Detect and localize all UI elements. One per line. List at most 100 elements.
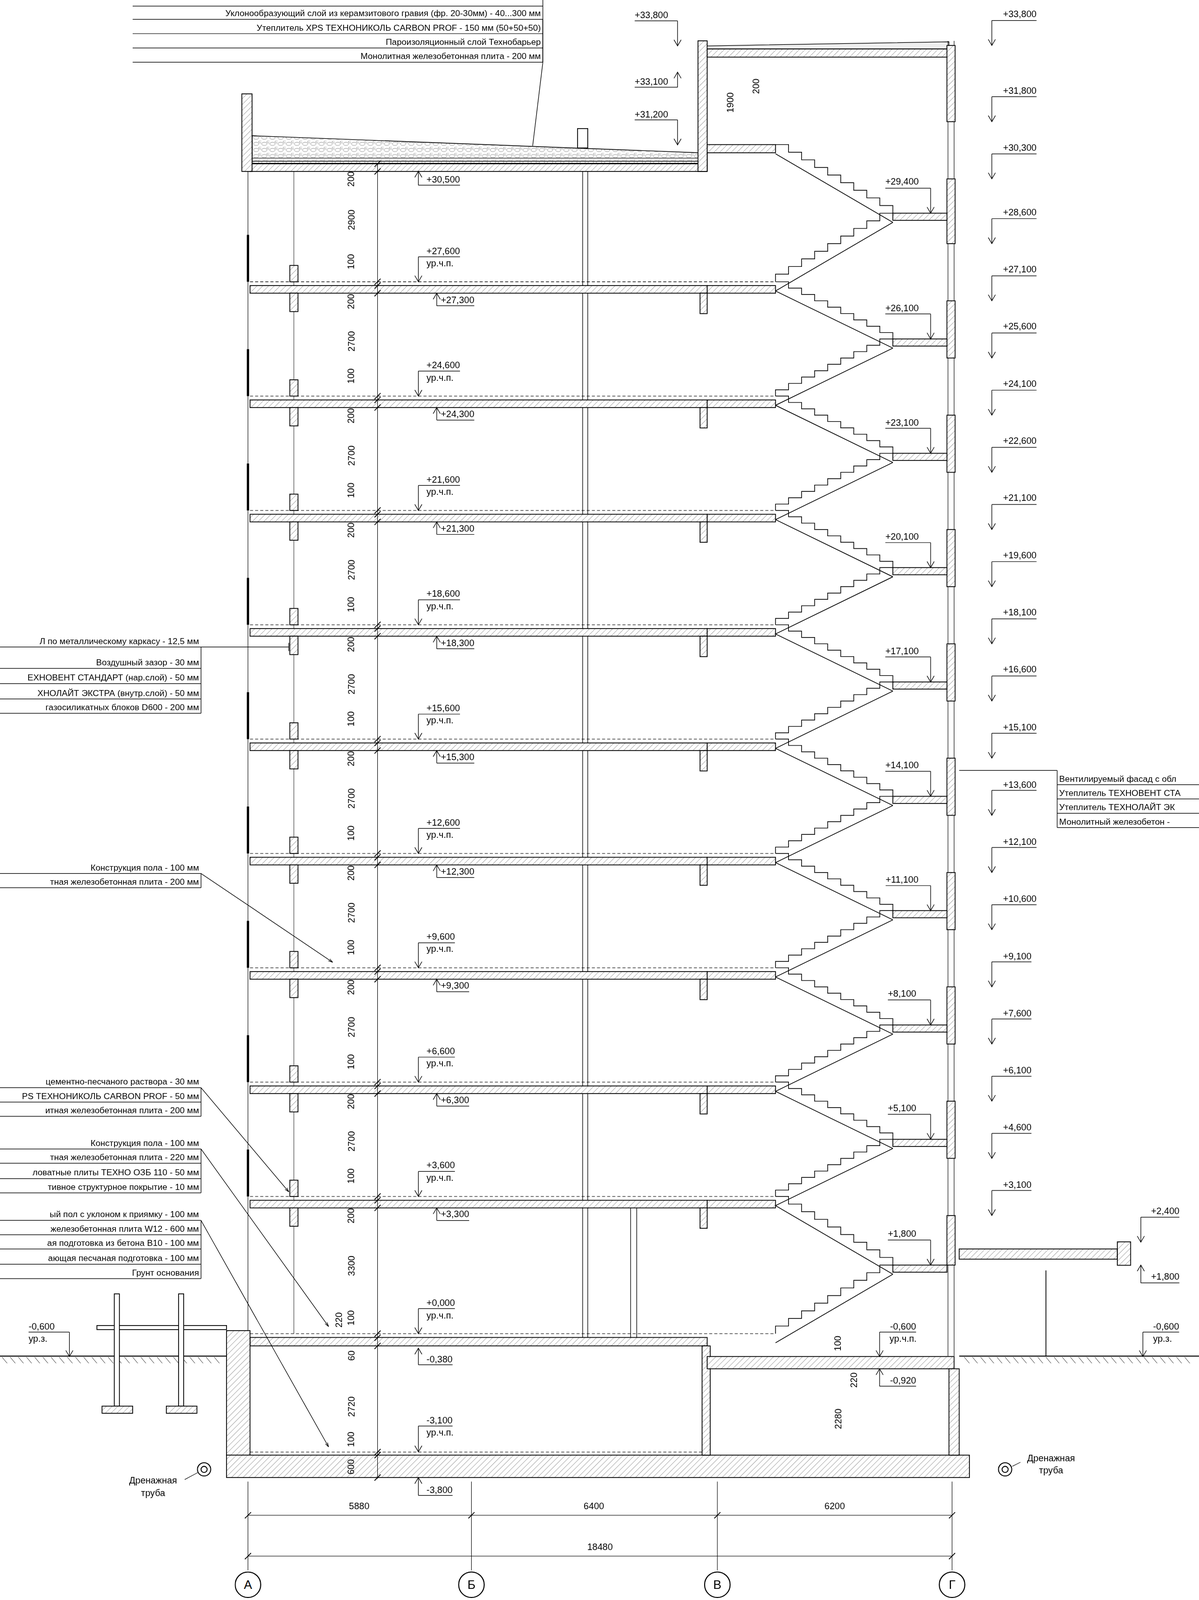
level-underline (436, 534, 475, 535)
ground-hatch (1168, 1357, 1174, 1364)
level-leader (418, 828, 419, 854)
ground-hatch (1160, 1357, 1166, 1364)
level-leader (991, 20, 993, 46)
level-underline (436, 305, 475, 307)
layer-callout: итная железобетонная плита - 200 мм (45, 1105, 200, 1115)
level-underline (418, 256, 461, 257)
level-underline (418, 1308, 455, 1309)
layer-callout: Л по металлическому каркасу - 12,5 мм (39, 636, 199, 646)
level-mark: -0,380 (426, 1354, 453, 1364)
callout-underline (0, 712, 202, 714)
dimension-text: 2700 (347, 1016, 357, 1038)
ground-hatch (1127, 1357, 1133, 1364)
stair-flight-soffit (775, 153, 893, 223)
level-leader (436, 636, 437, 649)
ground-hatch (132, 1357, 138, 1364)
ground-hatch (10, 1357, 16, 1364)
stair-flight-soffit (775, 977, 893, 1035)
level-arrow (65, 1350, 73, 1357)
stair-flight-soffit (775, 691, 893, 749)
window-lintel (290, 750, 299, 769)
level-underline (418, 942, 455, 943)
ground-hatch (165, 1357, 171, 1364)
level-arrow (927, 446, 935, 453)
ground-hatch (1152, 1357, 1158, 1364)
dimension-text: 2700 (347, 330, 357, 352)
dimension-tick (374, 168, 381, 175)
level-mark: ур.ч.п. (426, 830, 454, 840)
ground-hatch (1135, 1357, 1141, 1364)
level-arrow (988, 1095, 996, 1102)
stair-flight-soffit (775, 348, 893, 406)
window-lintel (290, 1093, 299, 1112)
level-mark: +5,100 (887, 1104, 917, 1114)
wall-pier (946, 1101, 955, 1159)
ground-hatch (1005, 1357, 1011, 1364)
facade-panel (246, 806, 249, 854)
level-mark: ур.з. (1153, 1334, 1173, 1344)
level-underline (991, 732, 1037, 734)
facade-panel (246, 235, 249, 282)
level-mark: +6,600 (426, 1047, 455, 1057)
level-leader (930, 771, 931, 797)
callout-underline (1057, 813, 1199, 814)
stair-flight (775, 796, 893, 854)
level-mark: +28,600 (1003, 208, 1037, 218)
ground-hatch (206, 1357, 212, 1364)
level-arrow (414, 1075, 422, 1082)
dimension-tick (374, 1452, 381, 1459)
ground-hatch (140, 1357, 146, 1364)
stair-landing (892, 1139, 947, 1147)
stair-flight-soffit (775, 1274, 893, 1343)
note-leader (1012, 1462, 1021, 1467)
axis-letter: Г (948, 1578, 956, 1591)
dimension-tick (374, 404, 381, 411)
level-underline (991, 389, 1037, 391)
level-mark: -0,600 (890, 1322, 917, 1332)
dimension-text: 200 (347, 170, 357, 187)
level-mark: -0,600 (28, 1322, 55, 1332)
dimension-tick (374, 1082, 381, 1090)
dimension-tick (374, 739, 381, 747)
ground-hatch (1029, 1357, 1035, 1364)
level-arrow (1137, 1236, 1145, 1243)
post-footing (166, 1406, 198, 1414)
dimension-tick (374, 160, 381, 167)
dimension-line (377, 163, 378, 1479)
level-mark: ур.ч.п. (426, 601, 454, 611)
floor-slab (250, 1086, 708, 1094)
level-leader (418, 1348, 419, 1365)
dimension-text: 2280 (834, 1408, 844, 1430)
layer-callout: ая подготовка из бетона В10 - 100 мм (47, 1238, 200, 1247)
level-arrow (414, 504, 422, 511)
level-mark: ур.ч.п. (889, 1334, 918, 1344)
level-mark: ур.ч.п. (426, 1310, 454, 1321)
stair-flight-soffit (775, 920, 893, 978)
dimension-text: 18480 (587, 1542, 613, 1552)
callout-underline (0, 1220, 202, 1221)
stair-flight-soffit (775, 748, 893, 806)
level-mark: +17,100 (885, 646, 919, 656)
level-leader (418, 1308, 419, 1334)
level-leader (436, 293, 437, 306)
ground-hatch (1037, 1357, 1043, 1364)
callout-underline (0, 1087, 202, 1089)
floor-finish (250, 1081, 776, 1083)
layer-callout: ающая песчаная подготовка - 100 мм (47, 1253, 199, 1263)
level-arrow (988, 237, 996, 244)
level-arrow (414, 732, 422, 739)
level-leader (1140, 1217, 1141, 1243)
dimension-tick (374, 519, 381, 526)
layer-callout: железобетонная плита W12 - 600 мм (50, 1224, 199, 1233)
dimension-tick (374, 1342, 381, 1349)
callout-frame (1056, 784, 1058, 828)
axis-line (471, 1481, 472, 1571)
stair-landing (892, 453, 947, 461)
wall-pier (946, 529, 955, 587)
level-leader (991, 790, 993, 816)
callout-leader (201, 1220, 329, 1447)
stair-wall (698, 40, 708, 172)
dimension-text: 100 (347, 482, 357, 498)
level-arrow (988, 466, 996, 473)
facade-panel (246, 1149, 249, 1197)
